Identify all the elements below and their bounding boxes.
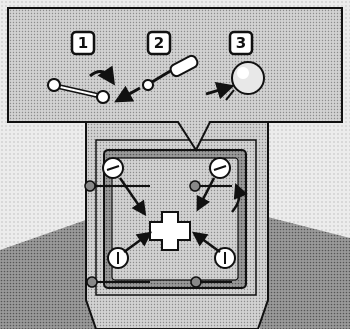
step-badge-3: 3 [230, 32, 252, 54]
callout-top-left [103, 158, 123, 178]
step-badge-1: 1 [72, 32, 94, 54]
step-number-2: 2 [154, 34, 164, 52]
callout-top-right [210, 158, 230, 178]
step-number-3: 3 [236, 34, 246, 52]
step-number-1: 1 [78, 34, 88, 52]
step-badge-2: 2 [148, 32, 170, 54]
